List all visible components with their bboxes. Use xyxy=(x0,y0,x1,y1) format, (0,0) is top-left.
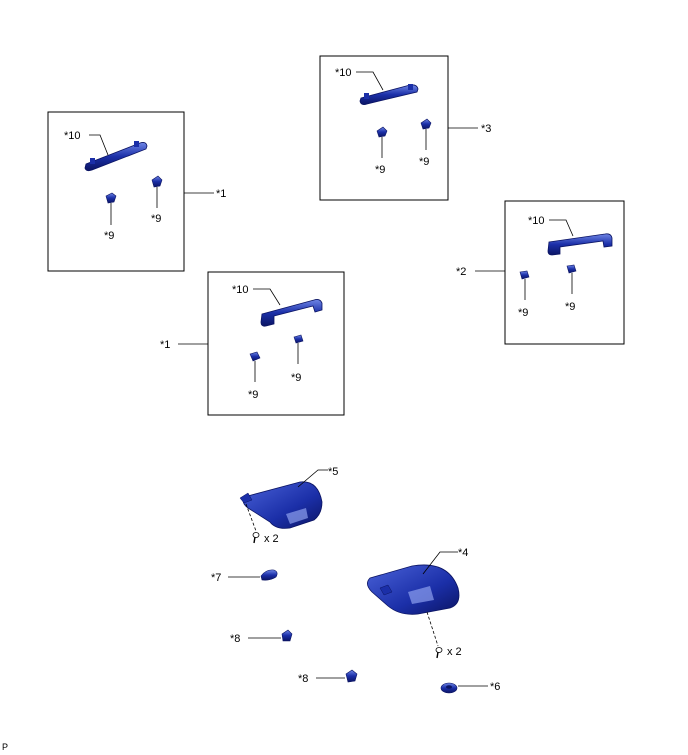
visor-clip-part xyxy=(345,669,358,683)
clip-part xyxy=(420,118,432,130)
clip-part xyxy=(376,126,388,138)
callout-9: *9 xyxy=(565,301,575,313)
assist-grip-part xyxy=(359,84,419,105)
visor-clip-part xyxy=(281,629,293,642)
visor-holder-part xyxy=(440,682,458,694)
visor-holder-part xyxy=(260,569,278,581)
callout-9: *9 xyxy=(104,230,114,242)
callout-9: *9 xyxy=(248,389,258,401)
assembly-box-2: *10 *9 *9 xyxy=(504,200,625,345)
assembly-box-1-upper: *10 *9 *9 xyxy=(47,111,185,272)
clip-part xyxy=(566,264,577,274)
clip-part xyxy=(293,334,304,344)
assembly-box-3: *10 *9 *9 xyxy=(319,55,449,201)
callout-10: *10 xyxy=(335,67,352,79)
assembly-box-1-center: *10 *9 *9 xyxy=(207,271,345,416)
assist-grip-part xyxy=(84,141,148,172)
sun-visor-right-part xyxy=(367,564,460,615)
clip-part xyxy=(519,270,530,280)
quantity-label: x 2 xyxy=(447,646,462,658)
sun-visor-left-part xyxy=(239,481,323,529)
callout-9: *9 xyxy=(375,164,385,176)
callout-9: *9 xyxy=(419,156,429,168)
callout-5: *5 xyxy=(328,466,338,478)
callout-8: *8 xyxy=(230,633,240,645)
callout-7: *7 xyxy=(211,572,221,584)
callout-9: *9 xyxy=(518,307,528,319)
callout-6: *6 xyxy=(490,681,500,693)
callout-1: *1 xyxy=(216,188,226,200)
clip-part xyxy=(249,351,261,362)
callout-10: *10 xyxy=(232,284,249,296)
callout-2: *2 xyxy=(456,266,466,278)
corner-mark: P xyxy=(2,742,9,752)
clip-part xyxy=(105,192,117,204)
assist-grip-part xyxy=(260,299,323,327)
callout-3: *3 xyxy=(481,123,491,135)
callout-8: *8 xyxy=(298,673,308,685)
screw-icon xyxy=(435,647,443,659)
clip-part xyxy=(151,175,163,188)
callout-10: *10 xyxy=(64,130,81,142)
callout-9: *9 xyxy=(151,213,161,225)
callout-10: *10 xyxy=(528,215,545,227)
callout-9: *9 xyxy=(291,372,301,384)
callout-1: *1 xyxy=(160,339,170,351)
assist-grip-part xyxy=(547,233,613,256)
screw-icon xyxy=(252,532,260,544)
callout-4: *4 xyxy=(458,547,468,559)
quantity-label: x 2 xyxy=(264,533,279,545)
